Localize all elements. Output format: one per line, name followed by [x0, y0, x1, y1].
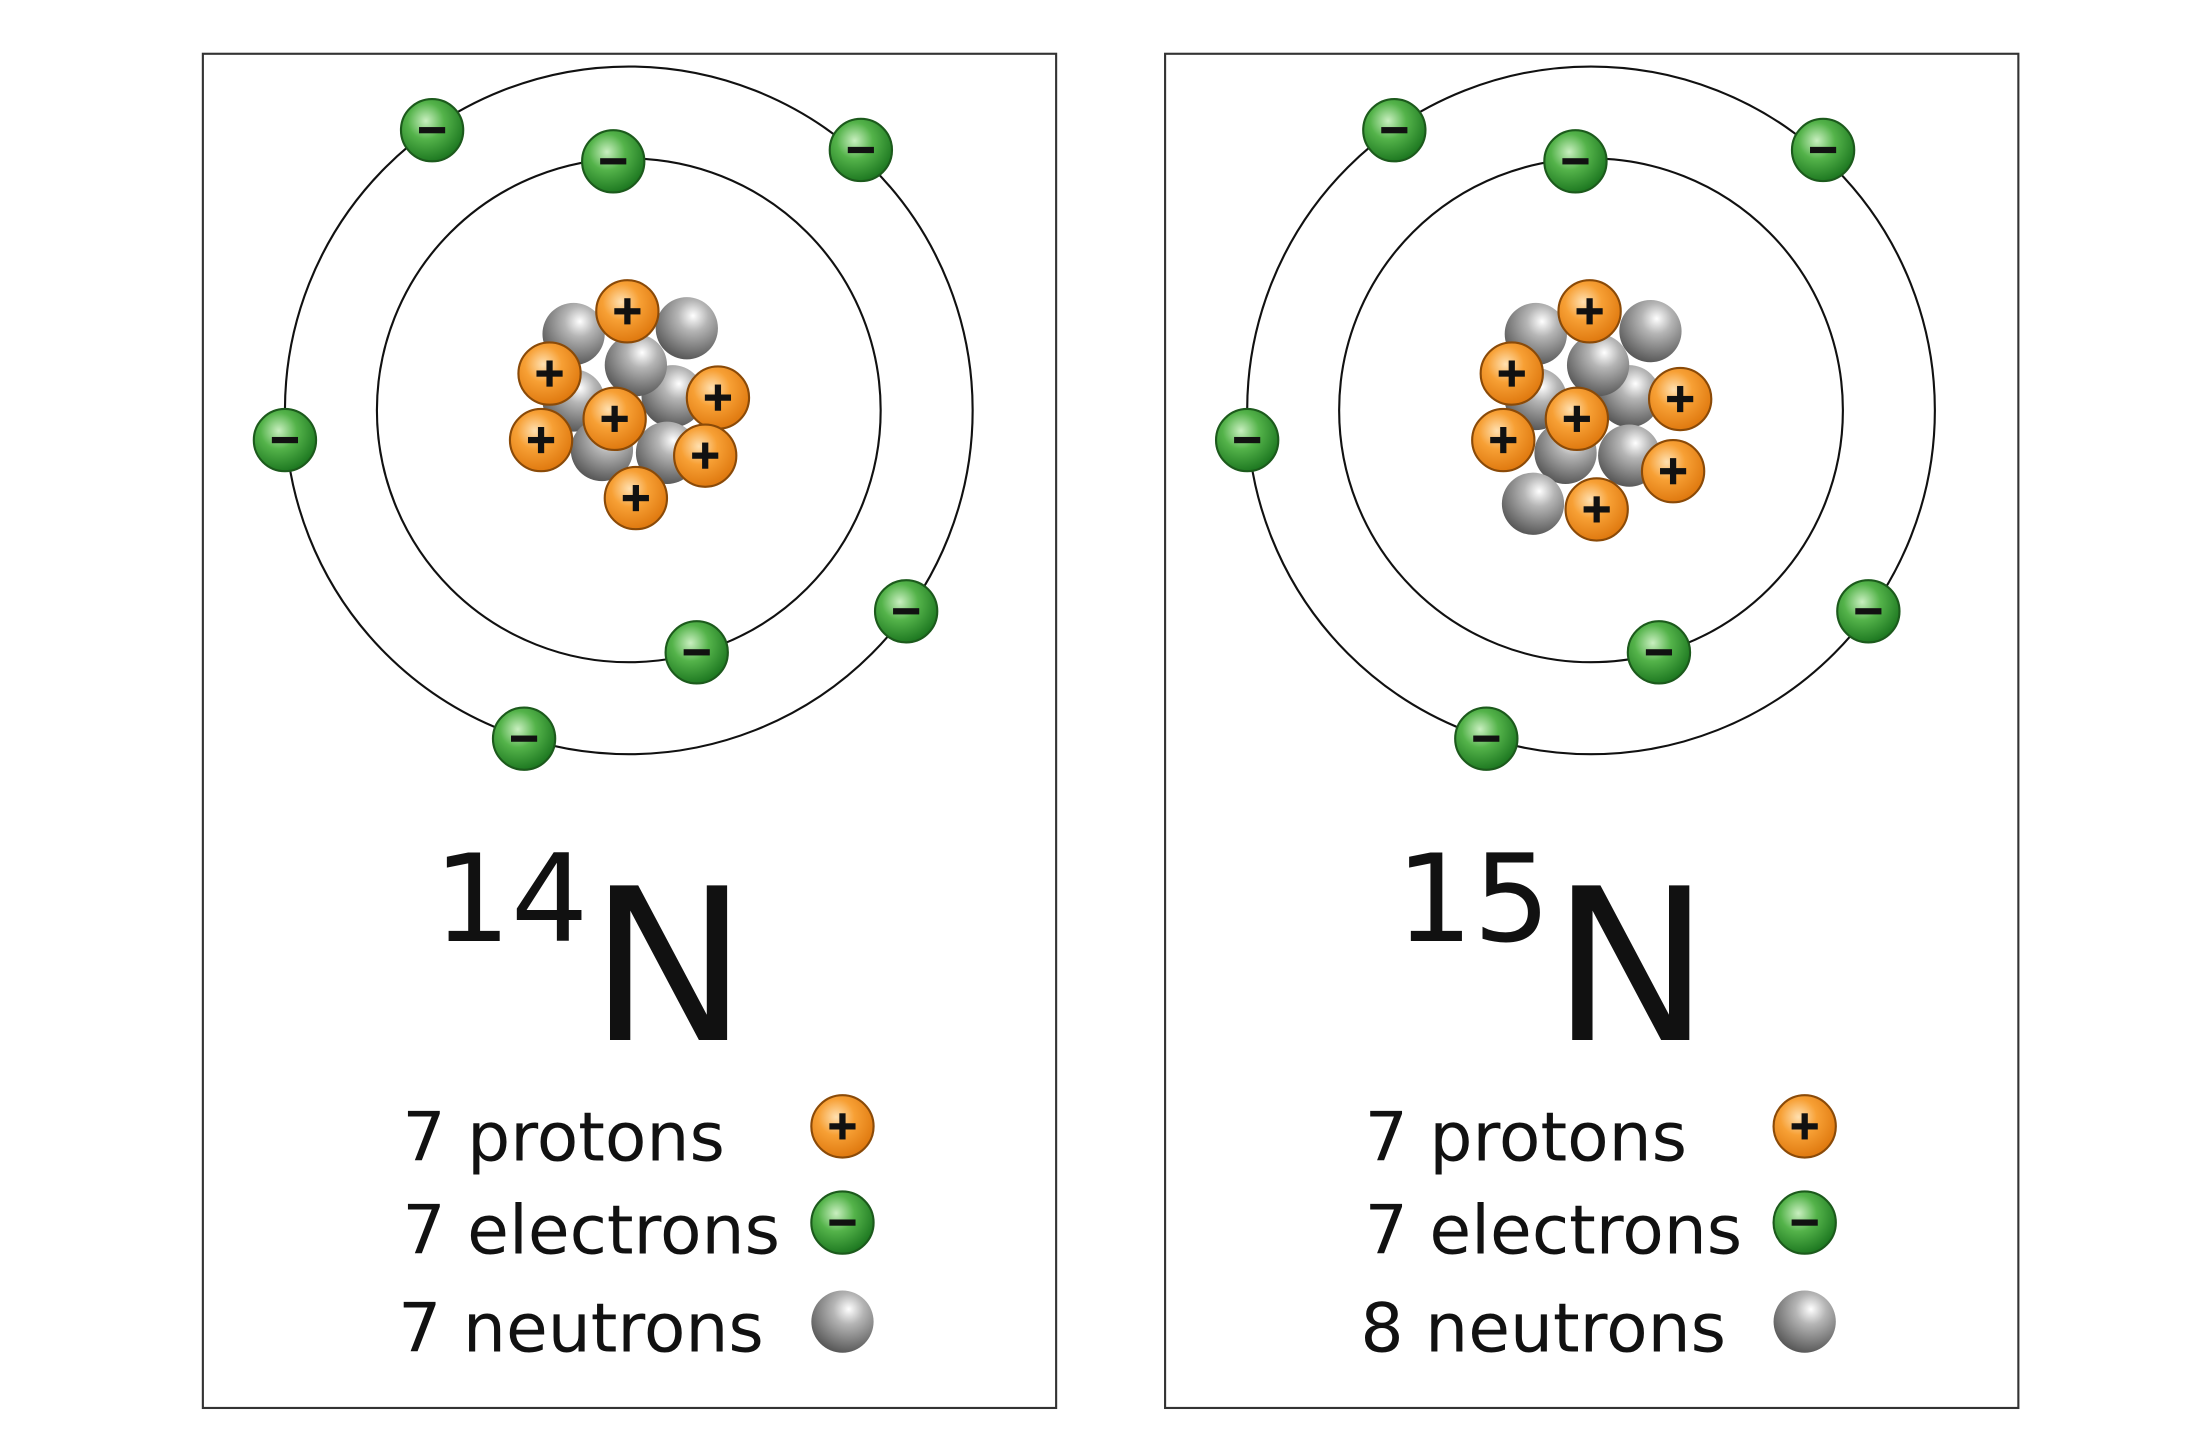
electron-particle [581, 129, 646, 194]
nucleus [1471, 279, 1713, 542]
legend-icons [810, 1094, 875, 1353]
neutron-particle [1501, 472, 1565, 535]
electron-particle [1454, 706, 1519, 771]
proton-particle [603, 465, 669, 531]
proton-particle [595, 279, 660, 344]
electron-particle [1543, 129, 1608, 194]
isotope-element-symbol: N [1551, 844, 1710, 1091]
isotope-element-symbol: N [589, 844, 748, 1091]
proton-particle [508, 407, 574, 473]
proton-particle [517, 341, 582, 406]
proton-particle [1772, 1094, 1837, 1159]
neutrons-count-label: 7 neutrons [398, 1289, 764, 1368]
proton-particle [582, 386, 647, 452]
neutron-particle [604, 333, 667, 397]
nucleus [508, 279, 751, 531]
electron-particle [1214, 407, 1280, 473]
proton-particle [1479, 341, 1544, 406]
proton-particle [685, 365, 751, 430]
electron-particle [252, 407, 318, 473]
electron-particle [810, 1190, 875, 1255]
legend-icons [1772, 1094, 1837, 1353]
electron-particle [399, 97, 465, 163]
proton-particle [1557, 279, 1622, 344]
electron-particle [1790, 117, 1856, 183]
atom-model [1214, 65, 1936, 771]
neutron-particle [655, 297, 718, 360]
electron-particle [1772, 1190, 1837, 1255]
panel-n15: 15 N 7 protons 7 electrons 8 neutrons [1164, 52, 2020, 1410]
neutron-particle [1566, 333, 1630, 397]
proton-particle [1647, 366, 1713, 432]
electron-particle [1626, 620, 1692, 685]
isotope-mass-number: 15 [1396, 828, 1551, 970]
electron-particle [1362, 97, 1427, 163]
protons-count-label: 7 protons [1365, 1098, 1687, 1177]
atom-model [252, 65, 974, 771]
proton-particle [1471, 407, 1536, 473]
electron-particle [873, 579, 939, 644]
neutron-particle [811, 1290, 874, 1353]
proton-particle [1544, 386, 1610, 452]
electrons-count-label: 7 electrons [1365, 1192, 1743, 1271]
electron-particle [1836, 579, 1901, 644]
neutrons-count-label: 8 neutrons [1360, 1289, 1726, 1368]
neutron-particle [1619, 299, 1682, 363]
isotope-mass-number: 14 [434, 828, 589, 970]
protons-count-label: 7 protons [402, 1098, 724, 1177]
electron-particle [491, 706, 557, 771]
proton-particle [1564, 477, 1629, 542]
panel-n14: 14 N 7 protons 7 electrons 7 neutrons [201, 52, 1058, 1410]
proton-particle [673, 423, 738, 488]
proton-particle [810, 1094, 875, 1159]
neutron-particle [1773, 1290, 1836, 1353]
electron-particle [664, 620, 729, 685]
electron-particle [828, 117, 894, 183]
proton-particle [1640, 439, 1706, 504]
electrons-count-label: 7 electrons [402, 1192, 780, 1271]
